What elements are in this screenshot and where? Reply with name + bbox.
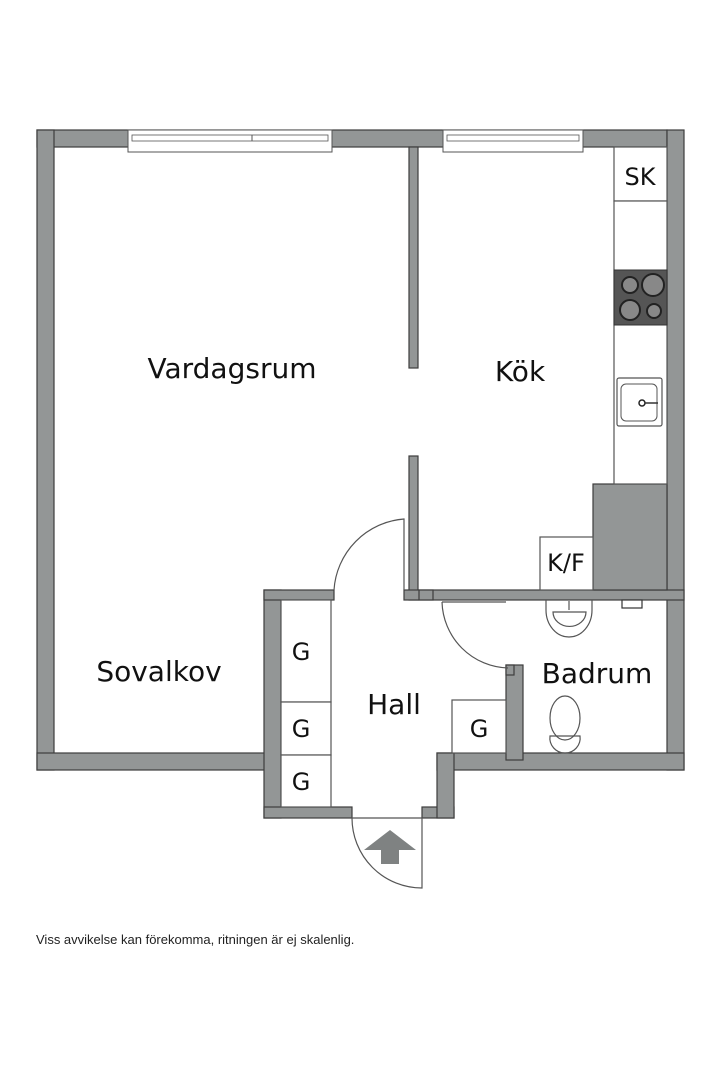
room-label-vardagsrum: Vardagsrum xyxy=(148,352,317,385)
window-left xyxy=(127,129,333,153)
walls xyxy=(36,129,685,819)
room-label-kok: Kök xyxy=(495,355,546,388)
room-label-badrum: Badrum xyxy=(542,657,653,690)
bathroom-fixtures xyxy=(545,599,643,754)
label-g2: G xyxy=(292,715,311,743)
label-kf: K/F xyxy=(547,549,585,577)
fridge-freezer xyxy=(539,536,594,591)
closet-3 xyxy=(280,754,332,808)
label-g3: G xyxy=(292,768,311,796)
entrance-arrow-icon xyxy=(364,830,416,864)
room-label-sovalkov: Sovalkov xyxy=(96,655,221,688)
window-right xyxy=(442,129,584,153)
door-arcs xyxy=(333,518,509,889)
kitchen-counter xyxy=(613,146,668,485)
closet-2 xyxy=(280,701,332,756)
room-label-hall: Hall xyxy=(367,688,421,721)
disclaimer: Viss avvikelse kan förekomma, ritningen … xyxy=(36,932,355,947)
label-g1: G xyxy=(292,638,311,666)
fixture-labels: SK K/F G G G G xyxy=(292,163,657,796)
room-labels: Vardagsrum Kök Sovalkov Hall Badrum xyxy=(96,352,652,721)
closet-1 xyxy=(280,599,332,703)
label-g4: G xyxy=(470,715,489,743)
label-sk: SK xyxy=(625,163,657,191)
closet-4 xyxy=(451,699,507,754)
